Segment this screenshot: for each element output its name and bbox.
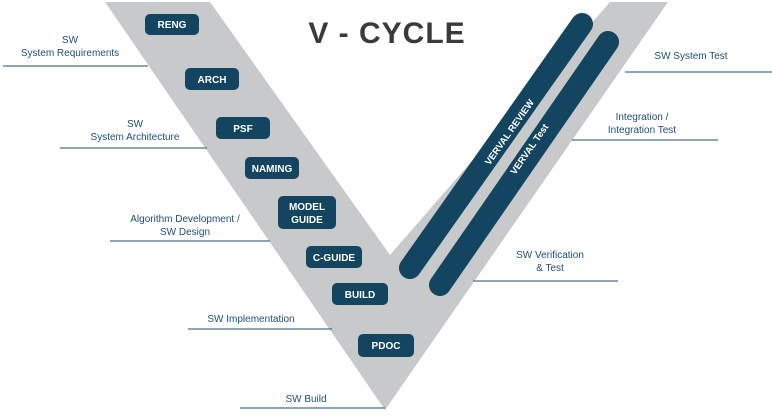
bar-verval-test: VERVAL Test [429, 31, 619, 296]
box-label: PSF [233, 124, 252, 135]
right-phase-sw-system-test: SW System Test [625, 51, 772, 73]
box-pdoc: PDOC [358, 334, 414, 357]
phase-label: SW Build [285, 394, 326, 405]
phase-label: SW System Test [654, 51, 727, 62]
bottom-phase-sw-build: SW Build [240, 394, 385, 409]
box-label: C-GUIDE [313, 253, 356, 264]
box-label: BUILD [345, 290, 376, 301]
phase-label: Integration Test [608, 125, 676, 136]
phase-label: System Requirements [21, 48, 119, 59]
box-label: ARCH [198, 75, 227, 86]
box-label: GUIDE [291, 215, 323, 226]
phase-label: Algorithm Development / [130, 214, 240, 225]
diagram-title: V - CYCLE [308, 17, 465, 50]
left-phase-sw-system-architecture: SW System Architecture [60, 119, 207, 149]
box-build: BUILD [332, 283, 388, 305]
phase-label: SW Implementation [207, 314, 294, 325]
box-arch: ARCH [185, 68, 239, 90]
right-phase-integration-test: Integration / Integration Test [572, 112, 718, 141]
phase-label: Integration / [616, 112, 669, 123]
phase-label: SW [127, 119, 144, 130]
phase-label: SW [62, 35, 79, 46]
right-phase-sw-verification: SW Verification & Test [473, 250, 618, 282]
box-naming: NAMING [245, 157, 299, 179]
phase-label: & Test [536, 263, 564, 274]
box-label: PDOC [372, 341, 401, 352]
box-model-guide: MODEL GUIDE [278, 196, 336, 229]
phase-label: SW Verification [516, 250, 584, 261]
left-phase-algorithm-development: Algorithm Development / SW Design [110, 214, 270, 242]
box-label: RENG [158, 20, 187, 31]
box-psf: PSF [216, 117, 270, 139]
box-c-guide: C-GUIDE [306, 246, 362, 268]
left-phase-sw-system-requirements: SW System Requirements [3, 35, 148, 67]
phase-label: SW Design [160, 227, 210, 238]
left-phase-sw-implementation: SW Implementation [188, 314, 332, 330]
phase-label: System Architecture [91, 132, 180, 143]
box-reng: RENG [145, 14, 199, 35]
box-label: MODEL [289, 202, 325, 213]
box-label: NAMING [252, 164, 293, 175]
